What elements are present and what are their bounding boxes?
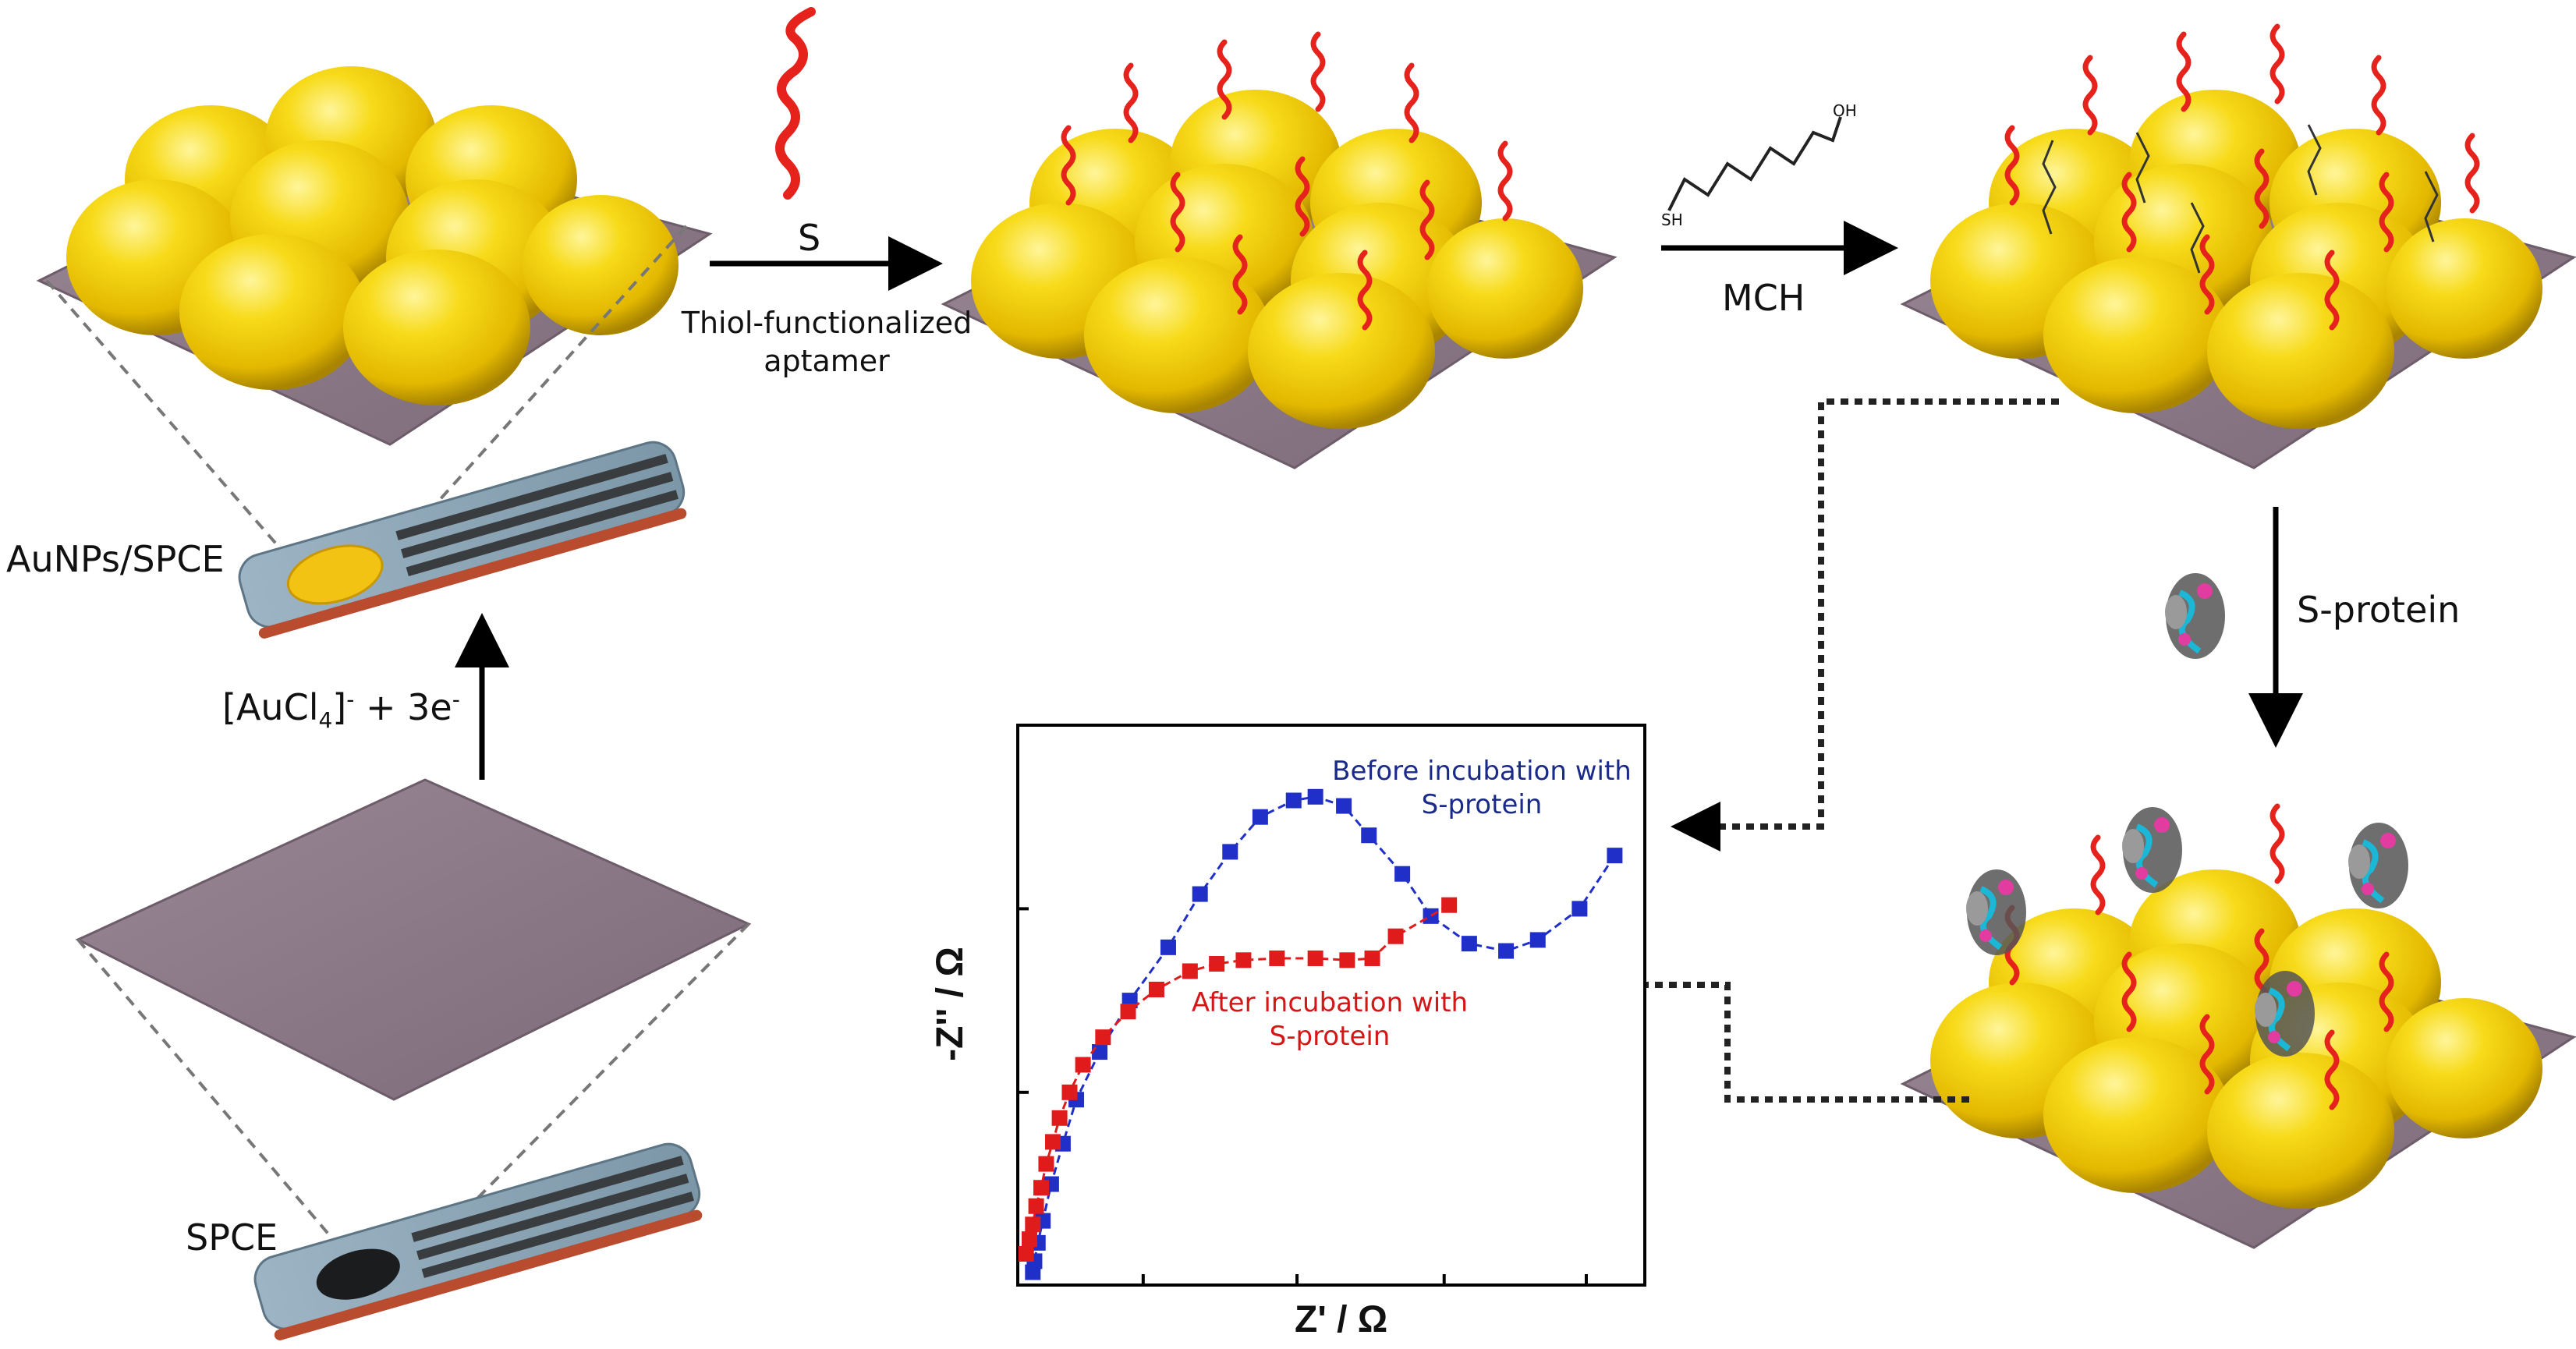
aucl4-text: [AuCl <box>222 686 319 728</box>
aucl4-superscript: - <box>346 686 355 713</box>
series-after-point <box>1033 1180 1050 1196</box>
series-before-point <box>1423 908 1439 924</box>
auNPs-spce-label: AuNPs/SPCE <box>6 538 225 580</box>
series-before-point <box>1498 943 1515 959</box>
series-before-point <box>1192 886 1208 902</box>
series-after-point <box>1045 1134 1061 1150</box>
aptamer-label-line2: aptamer <box>764 344 890 379</box>
series-before-point <box>1222 844 1238 860</box>
aucl4-subscript: 4 <box>318 707 333 734</box>
spce-electrode <box>253 1142 703 1340</box>
series-after <box>1018 897 1458 1262</box>
aptamer-reagent-icon <box>775 7 816 200</box>
series-after-point <box>1441 897 1458 913</box>
series-after-point <box>1095 1029 1111 1046</box>
series-before-point <box>1361 827 1377 844</box>
series-before-point <box>1285 792 1302 809</box>
after-series-label-line1: After incubation with <box>1191 987 1469 1018</box>
electron-superscript: - <box>452 686 460 713</box>
series-after-point <box>1022 1231 1038 1248</box>
series-after-point <box>1075 1057 1091 1073</box>
series-before-point <box>1571 901 1588 917</box>
series-before-point <box>1160 939 1176 955</box>
aptamer-label-line1: Thiol-functionalized <box>681 306 973 340</box>
series-after-point <box>1038 1156 1054 1172</box>
after-series-label: After incubation with S-protein <box>1166 986 1494 1053</box>
series-after-point <box>1018 1245 1034 1262</box>
mch-label: MCH <box>1722 277 1805 319</box>
chart-y-axis-label: -Z'' / Ω <box>929 947 971 1061</box>
series-after-point <box>1269 950 1285 966</box>
series-before-point <box>1307 788 1323 805</box>
series-after-point <box>1061 1084 1078 1100</box>
s-protein-icon <box>2165 573 2225 659</box>
series-before-point <box>1336 798 1352 814</box>
series-after-point <box>1235 952 1252 968</box>
auNPs-spce-electrode <box>238 441 687 639</box>
series-after-point <box>1120 1004 1136 1020</box>
electron-text: + 3e <box>354 686 452 728</box>
chart-x-axis-label: Z' / Ω <box>1295 1299 1388 1340</box>
series-after-point <box>1209 956 1225 972</box>
series-after-point <box>1051 1110 1068 1126</box>
series-before-point <box>1607 848 1623 864</box>
aucl4-label: [AuCl4]- + 3e- <box>222 686 460 734</box>
series-before-point <box>1394 866 1411 882</box>
series-after-point <box>1364 950 1380 966</box>
series-after-point <box>1307 950 1323 966</box>
series-after-point <box>1182 963 1198 979</box>
series-before-point <box>1529 932 1546 948</box>
mch-blocked-panel <box>1901 27 2575 469</box>
dotted-connector-before <box>1671 398 2059 852</box>
mch-oh-label: OH <box>1833 101 1857 120</box>
aptamer-modified-panel <box>942 34 1616 469</box>
series-after-point <box>1028 1198 1044 1214</box>
s-protein-bound-panel <box>1901 806 2575 1249</box>
series-after-point <box>1148 981 1164 997</box>
series-before-point <box>1092 1044 1108 1060</box>
series-after-point <box>1387 928 1404 944</box>
aptamer-label: Thiol-functionalized aptamer <box>663 304 990 381</box>
nyquist-chart <box>1016 724 1646 1287</box>
s-protein-label: S-protein <box>2297 589 2461 631</box>
series-before-point <box>1461 936 1477 952</box>
series-before-point <box>1252 809 1268 825</box>
series-after-line <box>1025 904 1450 1255</box>
mch-sh-label: SH <box>1661 211 1683 229</box>
before-series-label-line2: S-protein <box>1421 788 1543 820</box>
spce-label: SPCE <box>186 1216 278 1259</box>
series-after-point <box>1339 952 1355 968</box>
series-after-point <box>1025 1216 1041 1233</box>
reagent-s-label: S <box>798 217 821 259</box>
before-series-label-line1: Before incubation with <box>1332 756 1632 787</box>
bare-substrate-panel <box>75 778 752 1101</box>
mch-molecule-icon <box>1667 116 1842 211</box>
before-series-label: Before incubation with S-protein <box>1326 755 1638 821</box>
after-series-label-line2: S-protein <box>1269 1020 1391 1052</box>
